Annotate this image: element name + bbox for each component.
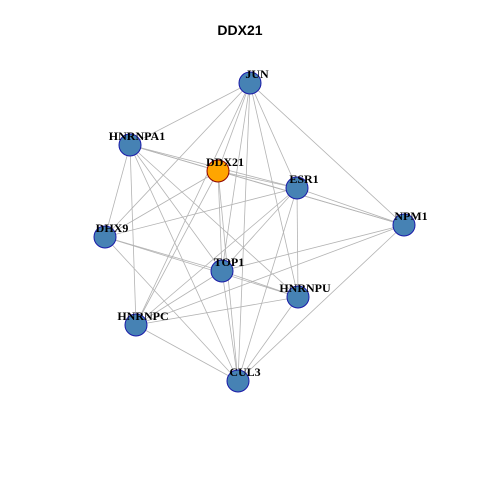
edge-hnrnpa1-top1	[129, 144, 223, 272]
edge-hnrnpa1-cul3	[129, 144, 239, 382]
node-label-top1: TOP1	[214, 255, 244, 269]
node-label-ddx21: DDX21	[206, 155, 244, 169]
edge-jun-npm1	[249, 82, 405, 226]
edge-hnrnpu-hnrnpc	[135, 296, 299, 326]
node-label-hnrnpc: HNRNPC	[117, 309, 168, 323]
node-label-hnrnpa1: HNRNPA1	[109, 129, 165, 143]
edge-ddx21-esr1	[217, 170, 298, 189]
edge-npm1-hnrnpc	[135, 224, 405, 326]
edge-esr1-hnrnpu	[296, 187, 299, 298]
edge-jun-hnrnpu	[249, 82, 299, 298]
edge-esr1-cul3	[237, 187, 298, 382]
edge-top1-hnrnpu	[221, 270, 299, 298]
edge-esr1-npm1	[296, 187, 405, 226]
nodes-layer	[93, 71, 416, 393]
edge-esr1-hnrnpc	[135, 187, 298, 326]
edge-jun-esr1	[249, 82, 298, 189]
node-label-npm1: NPM1	[394, 209, 427, 223]
edge-ddx21-npm1	[217, 170, 405, 226]
edge-jun-top1	[221, 82, 251, 272]
edge-dhx9-hnrnpu	[104, 236, 299, 298]
node-hnrnpa1[interactable]	[118, 133, 142, 157]
node-hnrnpu[interactable]	[286, 285, 310, 309]
edge-jun-hnrnpc	[135, 82, 251, 326]
edge-top1-cul3	[221, 270, 239, 382]
node-dhx9[interactable]	[93, 225, 117, 249]
edge-jun-ddx21	[217, 82, 251, 172]
node-label-jun: JUN	[245, 67, 269, 81]
node-esr1[interactable]	[285, 176, 309, 200]
edge-ddx21-hnrnpc	[135, 170, 219, 326]
edge-npm1-cul3	[237, 224, 405, 382]
edge-hnrnpu-cul3	[237, 296, 299, 382]
edge-esr1-top1	[221, 187, 298, 272]
edges-layer	[104, 82, 405, 382]
edge-ddx21-top1	[217, 170, 223, 272]
edge-hnrnpc-cul3	[135, 324, 239, 382]
edge-ddx21-dhx9	[104, 170, 219, 238]
node-hnrnpc[interactable]	[124, 313, 148, 337]
node-npm1[interactable]	[392, 213, 416, 237]
edge-jun-hnrnpa1	[129, 82, 251, 146]
node-jun[interactable]	[238, 71, 262, 95]
edge-hnrnpa1-hnrnpc	[129, 144, 137, 326]
edge-top1-hnrnpc	[135, 270, 223, 326]
node-label-cul3: CUL3	[229, 365, 260, 379]
edge-hnrnpa1-hnrnpu	[129, 144, 299, 298]
edge-dhx9-cul3	[104, 236, 239, 382]
node-cul3[interactable]	[226, 369, 250, 393]
node-ddx21[interactable]	[206, 159, 230, 183]
node-label-dhx9: DHX9	[96, 221, 129, 235]
graph-title: DDX21	[217, 22, 263, 38]
edge-npm1-top1	[221, 224, 405, 272]
edge-hnrnpa1-dhx9	[104, 144, 131, 238]
node-label-hnrnpu: HNRNPU	[279, 281, 331, 295]
node-label-esr1: ESR1	[289, 172, 318, 186]
edge-jun-dhx9	[104, 82, 251, 238]
node-top1[interactable]	[210, 259, 234, 283]
edge-jun-cul3	[237, 82, 251, 382]
edge-esr1-dhx9	[104, 187, 298, 238]
